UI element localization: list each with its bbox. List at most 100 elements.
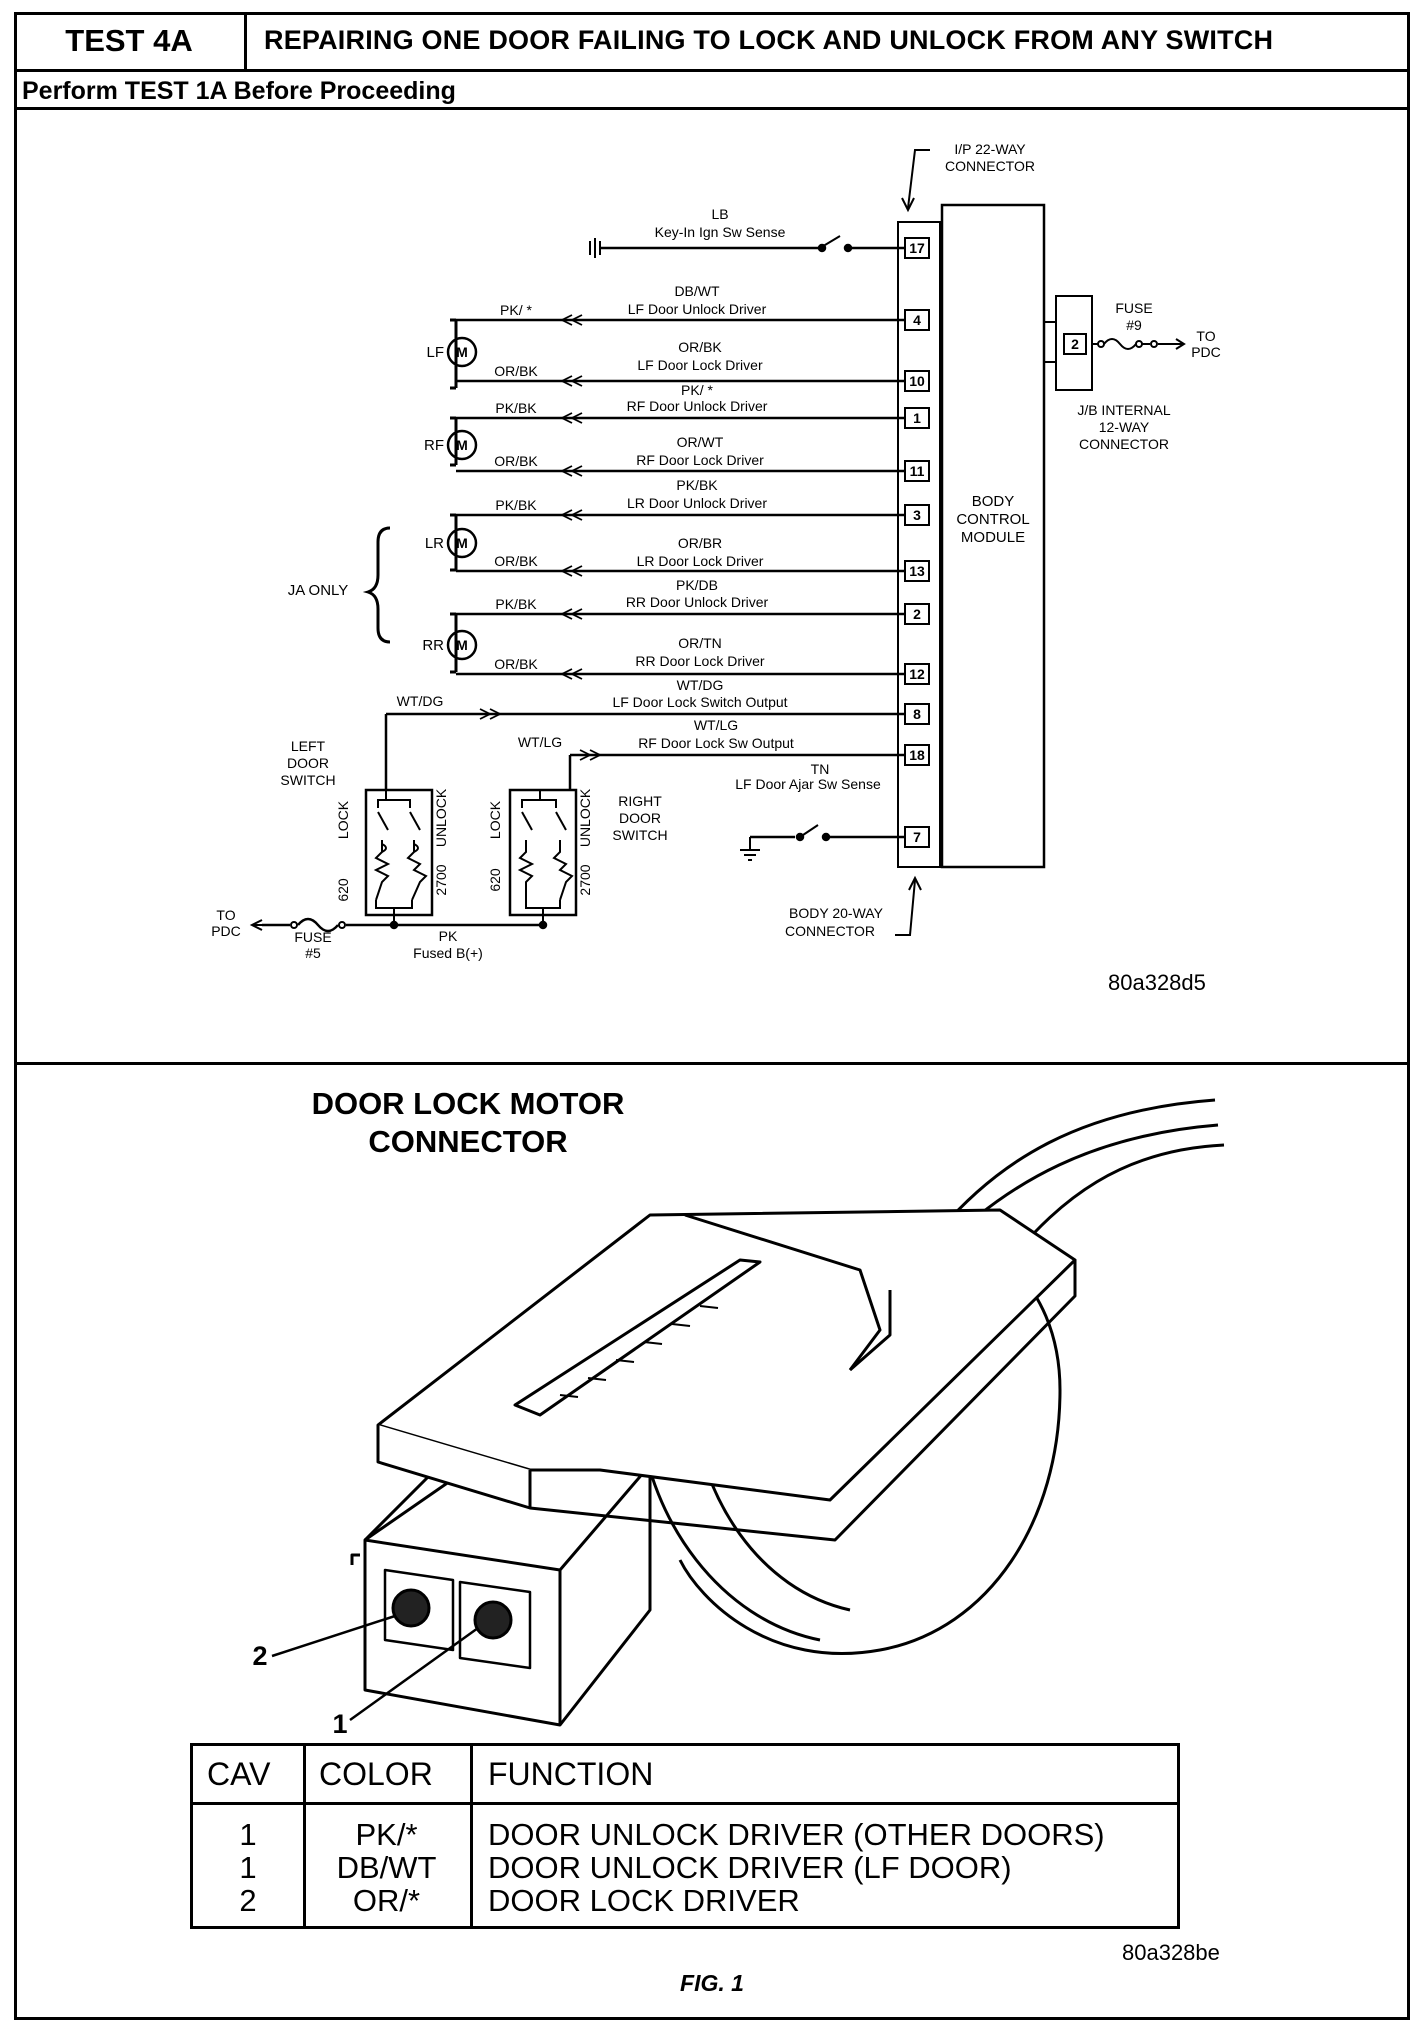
table-header-cav: CAV bbox=[207, 1756, 271, 1792]
bcm-label: BODY bbox=[972, 493, 1015, 510]
circuit-color: LB bbox=[711, 206, 728, 222]
pin-18: 18 bbox=[909, 747, 925, 763]
to-pdc-left-label: TO bbox=[216, 907, 235, 923]
table-cell: DOOR UNLOCK DRIVER (LF DOOR) bbox=[488, 1850, 1012, 1885]
header-row: TEST 4A REPAIRING ONE DOOR FAILING TO LO… bbox=[14, 12, 1410, 72]
circuit-function: RR Door Lock Driver bbox=[635, 653, 764, 669]
circuit-color: TN bbox=[811, 761, 830, 777]
schematic-code: 80a328d5 bbox=[1108, 970, 1206, 995]
circuit-color: PK/ * bbox=[681, 382, 713, 398]
lock-label: LOCK bbox=[335, 800, 351, 839]
left-switch-label: DOOR bbox=[287, 755, 329, 771]
connector-caption: DOOR LOCK MOTOR CONNECTOR bbox=[288, 1085, 648, 1161]
to-pdc-label: TO bbox=[1196, 328, 1215, 344]
divider bbox=[14, 1062, 1410, 1065]
fuse9-label: #9 bbox=[1126, 317, 1142, 333]
motor-symbol: M bbox=[456, 535, 468, 551]
table-cell: 1 bbox=[239, 1817, 257, 1852]
pin-3: 3 bbox=[913, 507, 921, 523]
bcm-label: CONTROL bbox=[956, 511, 1029, 528]
divider bbox=[14, 107, 1410, 110]
cavity-label-2: 2 bbox=[252, 1641, 267, 1671]
motor-symbol: M bbox=[456, 344, 468, 360]
circuit-color: PK/BK bbox=[676, 477, 718, 493]
left-switch-label: SWITCH bbox=[280, 772, 335, 788]
body-connector-label: BODY 20-WAY bbox=[789, 905, 884, 921]
jb-connector-label: CONNECTOR bbox=[1079, 436, 1169, 452]
motor-label-lf: LF bbox=[426, 344, 444, 361]
circuit-color: DB/WT bbox=[674, 283, 720, 299]
pk-fused-label: Fused B(+) bbox=[413, 945, 483, 961]
circuit-function: Key-In Ign Sw Sense bbox=[655, 224, 786, 240]
circuit-color: WT/DG bbox=[677, 677, 724, 693]
wiring-schematic: 17 4 10 1 11 3 13 2 12 8 18 7 2 LB Key-I… bbox=[211, 141, 1221, 961]
circuit-function: RR Door Unlock Driver bbox=[626, 594, 769, 610]
r2700-label: 2700 bbox=[433, 864, 449, 895]
wire-color-left: PK/ * bbox=[500, 302, 532, 318]
wire-color-left: OR/BK bbox=[494, 553, 538, 569]
bcm-connector-strip bbox=[897, 221, 941, 868]
circuit-function: RF Door Lock Driver bbox=[636, 452, 764, 468]
circuit-color: OR/WT bbox=[677, 434, 724, 450]
circuit-function: LF Door Lock Switch Output bbox=[612, 694, 787, 710]
test-label: TEST 4A bbox=[14, 12, 247, 69]
circuit-function: RF Door Unlock Driver bbox=[627, 398, 768, 414]
table-cell: 2 bbox=[239, 1883, 257, 1918]
table-cell: 1 bbox=[239, 1850, 257, 1885]
fuse5-label: FUSE bbox=[294, 929, 331, 945]
wire-color-left: PK/BK bbox=[495, 497, 537, 513]
r620-label: 620 bbox=[487, 868, 503, 892]
motor-label-rr: RR bbox=[422, 637, 444, 654]
left-door-switch-box bbox=[364, 788, 434, 917]
cavity-table: CAV COLOR FUNCTION 1 PK/* DOOR UNLOCK DR… bbox=[190, 1743, 1180, 1929]
motor-label-lr: LR bbox=[425, 535, 444, 552]
circuit-function: LF Door Unlock Driver bbox=[628, 301, 767, 317]
caption-line: DOOR LOCK MOTOR bbox=[311, 1086, 625, 1121]
circuit-color: OR/TN bbox=[678, 635, 722, 651]
circuit-color: PK/DB bbox=[676, 577, 718, 593]
bcm-label: MODULE bbox=[961, 529, 1025, 546]
circuit-function: LR Door Lock Driver bbox=[637, 553, 764, 569]
wire-color-left: PK/BK bbox=[495, 400, 537, 416]
right-switch-label: RIGHT bbox=[618, 793, 662, 809]
pin-10: 10 bbox=[909, 373, 925, 389]
wire-color-left: WT/DG bbox=[397, 693, 444, 709]
rf-motor bbox=[446, 429, 478, 461]
pin-8: 8 bbox=[913, 706, 921, 722]
page-frame bbox=[14, 12, 1410, 2020]
rr-motor bbox=[446, 629, 478, 661]
ip-connector-label: I/P 22-WAY bbox=[954, 141, 1026, 157]
jb-pin-2: 2 bbox=[1071, 336, 1079, 352]
ja-only-label: JA ONLY bbox=[288, 582, 349, 599]
pin-12: 12 bbox=[909, 666, 925, 682]
caption-line: CONNECTOR bbox=[368, 1124, 568, 1159]
figure-code: 80a328be bbox=[1122, 1940, 1220, 1965]
left-switch-label: LEFT bbox=[291, 738, 326, 754]
fuse9-label: FUSE bbox=[1115, 300, 1152, 316]
table-cell: DOOR LOCK DRIVER bbox=[488, 1883, 800, 1918]
unlock-label: UNLOCK bbox=[433, 788, 449, 847]
pin-7: 7 bbox=[913, 829, 921, 845]
circuit-color: OR/BR bbox=[678, 535, 722, 551]
jb-connector-label: 12-WAY bbox=[1099, 419, 1150, 435]
motor-symbol: M bbox=[456, 637, 468, 653]
circuit-function: LF Door Lock Driver bbox=[637, 357, 763, 373]
unlock-label: UNLOCK bbox=[577, 788, 593, 847]
wire-color-left: OR/BK bbox=[494, 656, 538, 672]
table-header-function: FUNCTION bbox=[488, 1756, 654, 1792]
to-pdc-left-label: PDC bbox=[211, 923, 241, 939]
cavity-label-1: 1 bbox=[332, 1709, 347, 1739]
pin-4: 4 bbox=[913, 312, 921, 328]
right-switch-label: DOOR bbox=[619, 810, 661, 826]
wire-color-left: OR/BK bbox=[494, 363, 538, 379]
jb-connector-label: J/B INTERNAL bbox=[1077, 402, 1171, 418]
circuit-color: OR/BK bbox=[678, 339, 722, 355]
r2700-label: 2700 bbox=[577, 864, 593, 895]
pin-11: 11 bbox=[910, 463, 925, 479]
table-header-color: COLOR bbox=[319, 1756, 433, 1792]
pin-2: 2 bbox=[913, 606, 921, 622]
circuit-function: LR Door Unlock Driver bbox=[627, 495, 767, 511]
right-switch-label: SWITCH bbox=[612, 827, 667, 843]
lf-motor bbox=[446, 336, 478, 368]
ip-connector-label: CONNECTOR bbox=[945, 158, 1035, 174]
